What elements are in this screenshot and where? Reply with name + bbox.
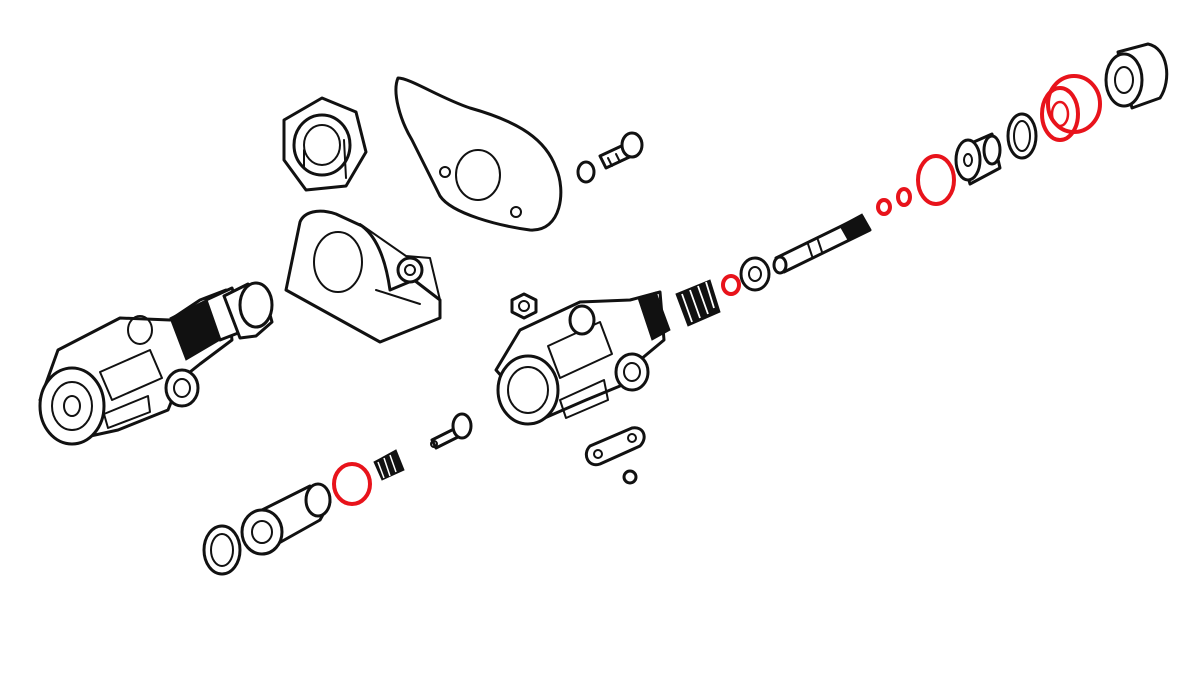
retaining-ring-upper [1006, 112, 1038, 160]
end-cap [1104, 42, 1169, 110]
seal-ring-f [1040, 86, 1080, 142]
valve-body-left [38, 281, 274, 446]
seal-ring-c [876, 198, 892, 216]
pin [430, 412, 473, 450]
bolt-with-washer [576, 131, 644, 184]
retaining-ring-lower [202, 524, 242, 576]
valve-body-right [494, 290, 671, 426]
washer [739, 256, 771, 292]
seal-ring-a [332, 462, 372, 506]
small-spring-lower [373, 449, 405, 481]
seal-ring-g [1046, 74, 1102, 134]
seal-ring-e [916, 154, 956, 206]
seal-ring-b [721, 274, 741, 296]
small-screw [622, 469, 638, 485]
seal-ring-f-inner [1050, 100, 1070, 128]
spring-upper [675, 279, 721, 327]
flange-gasket [394, 76, 563, 232]
cover-plate [584, 426, 646, 467]
valve-stem [772, 213, 872, 275]
hex-nut [282, 96, 368, 192]
bushing [954, 132, 1002, 186]
mounting-bracket [284, 209, 442, 344]
seal-ring-d [896, 187, 912, 207]
piston-plunger [240, 482, 332, 556]
small-hex-plug [510, 292, 538, 320]
